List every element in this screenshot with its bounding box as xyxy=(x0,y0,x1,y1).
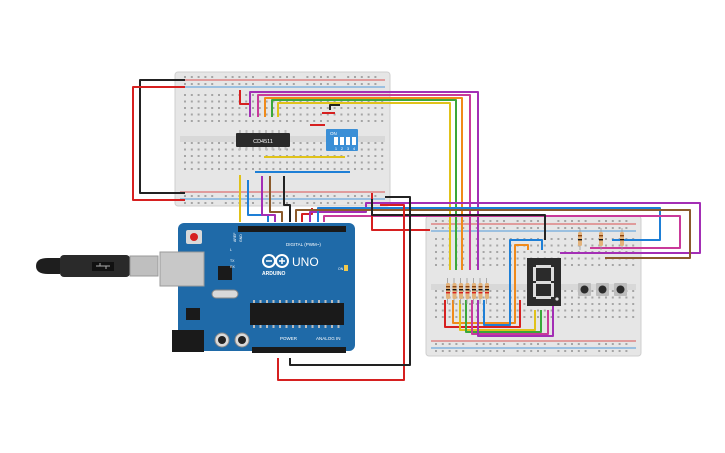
resistor-bank xyxy=(446,278,489,304)
wire-red xyxy=(444,300,521,328)
rx-label: RX xyxy=(230,265,236,269)
dip-position-1: 1 xyxy=(335,146,338,151)
wire-blue xyxy=(247,180,269,222)
arduino-logo-icon xyxy=(262,254,289,268)
wire-black xyxy=(329,104,340,110)
cd4511-chip[interactable]: CD4511 xyxy=(236,130,290,150)
atmega-pins xyxy=(253,300,340,328)
wire-green xyxy=(465,300,542,333)
wire-purple xyxy=(477,300,554,337)
wire-yellow xyxy=(277,102,451,270)
wire-blue xyxy=(483,239,543,326)
wire-black xyxy=(283,176,291,222)
pulldown-resistors xyxy=(578,228,624,250)
chip-label: CD4511 xyxy=(253,139,273,145)
wire-black xyxy=(139,79,185,194)
wire-brown xyxy=(295,209,691,259)
wire-blue xyxy=(317,207,661,241)
resistor xyxy=(459,283,463,299)
wire-magenta xyxy=(309,202,701,254)
dip-position-2: 2 xyxy=(341,146,344,151)
resistor xyxy=(472,283,476,299)
display-digit: 8 xyxy=(0,0,1,1)
wire-red xyxy=(277,204,405,381)
pushbutton-1[interactable] xyxy=(578,283,591,296)
pushbuttons xyxy=(578,283,627,296)
power-header-label: POWER xyxy=(280,336,298,341)
dip-switch[interactable]: ON 1 2 3 4 xyxy=(326,129,358,151)
wire-orange xyxy=(264,97,463,270)
arduino-brand-label: ARDUINO xyxy=(262,271,285,277)
wire-orange xyxy=(452,244,529,324)
wire-red xyxy=(132,86,185,201)
breadboard-top-holes xyxy=(184,76,384,204)
wire-purple xyxy=(323,215,681,249)
pushbutton-3[interactable] xyxy=(614,283,627,296)
wire-magenta xyxy=(471,300,549,335)
resistor xyxy=(478,283,483,299)
resistor xyxy=(446,283,450,299)
resistor xyxy=(485,283,489,299)
wire-yellow xyxy=(459,300,536,331)
arduino-uno[interactable]: UNO ARDUINO DIGITAL (PWM~) POWER ANALOG … xyxy=(159,223,355,353)
wire-red xyxy=(239,90,250,105)
digital-header-label: DIGITAL (PWM~) xyxy=(286,242,321,247)
wire-purple xyxy=(261,176,276,222)
l-label: L xyxy=(230,248,232,252)
wire-black xyxy=(371,199,546,240)
segments xyxy=(533,265,559,301)
dip-position-3: 3 xyxy=(347,146,350,151)
atmega-chip xyxy=(250,303,344,325)
aref-label: AREF xyxy=(233,233,237,242)
analog-header-label: ANALOG IN xyxy=(316,336,341,341)
wire-purple xyxy=(249,91,479,270)
tx-label: TX xyxy=(230,259,235,263)
wires xyxy=(132,79,701,381)
seven-segment-display[interactable]: 8 xyxy=(0,0,561,306)
arduino-model-label: UNO xyxy=(292,255,319,269)
resistor xyxy=(452,283,457,299)
pushbutton-2[interactable] xyxy=(596,283,609,296)
resistor xyxy=(465,283,470,299)
wire-black xyxy=(289,196,411,366)
gnd-label: GND xyxy=(239,234,243,242)
wire-magenta xyxy=(257,94,471,270)
chip-pins xyxy=(239,130,287,150)
dip-switch-on-label: ON xyxy=(330,131,337,136)
on-label: ON xyxy=(338,267,344,271)
wire-brown xyxy=(269,176,283,222)
wire-green xyxy=(271,99,457,270)
usb-cable xyxy=(36,255,159,277)
dip-position-4: 4 xyxy=(353,146,356,151)
